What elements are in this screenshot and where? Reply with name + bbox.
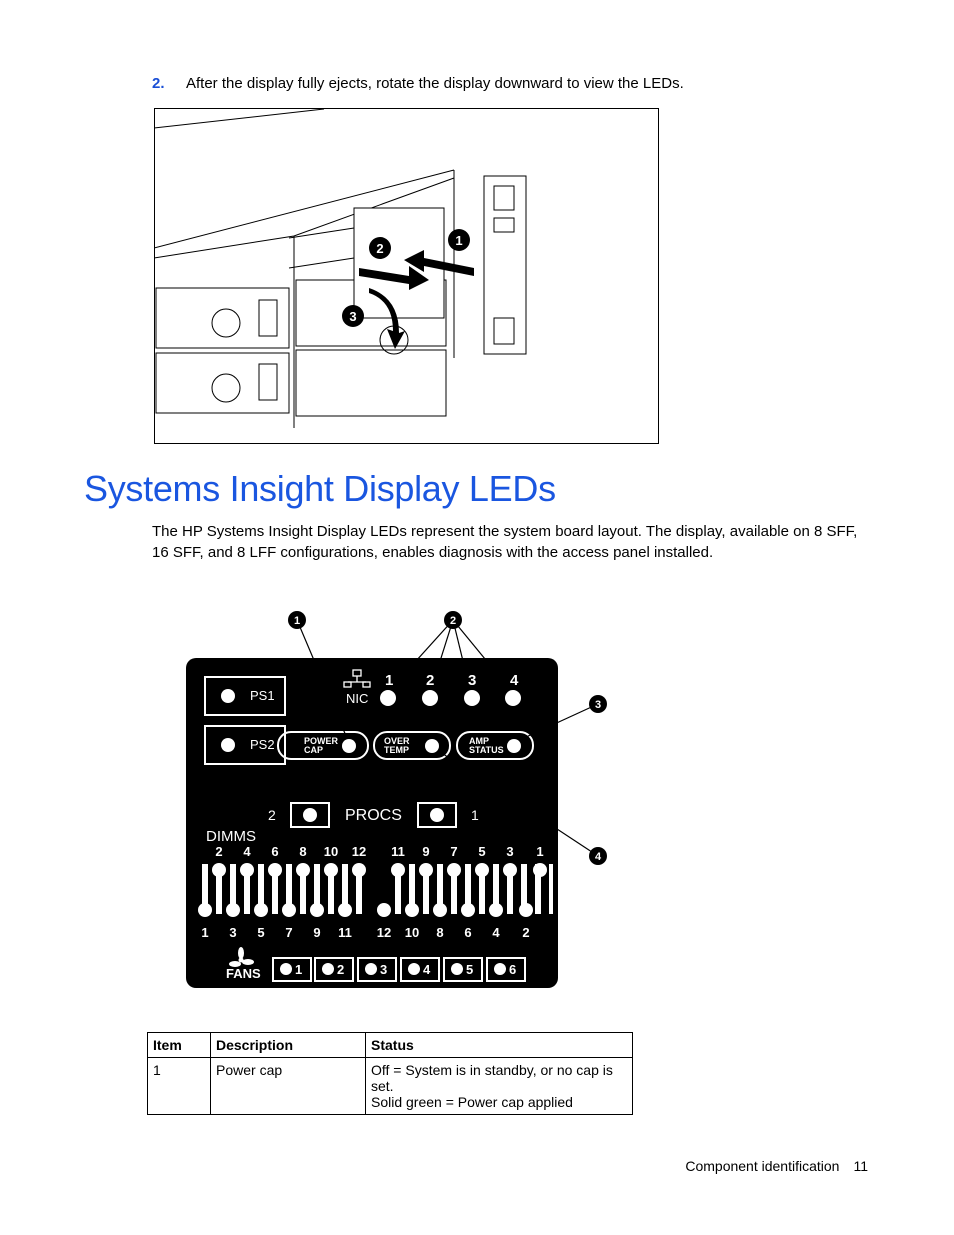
proc-2-label: 2	[268, 807, 276, 823]
dimm-bottom-label: 12	[377, 925, 391, 940]
dimm-top-label: 12	[352, 844, 366, 859]
nic-port-1: 1	[385, 672, 393, 689]
callout-1: 1	[455, 233, 462, 248]
dimm-bottom-label: 8	[436, 925, 443, 940]
callout-4: 4	[595, 851, 602, 863]
nic-port-3: 3	[468, 672, 476, 689]
dimm-bottom-label: 5	[257, 925, 264, 940]
section-title: Systems Insight Display LEDs	[84, 468, 556, 509]
page-footer: Component identification 11	[671, 1158, 868, 1174]
nic-port-2: 2	[426, 672, 434, 689]
dimm-top-label: 8	[299, 844, 306, 859]
proc-1-label: 1	[471, 807, 479, 823]
dimm-bottom-label: 6	[464, 925, 471, 940]
server-eject-figure: 1 2 3	[154, 108, 659, 444]
status-line: Solid green = Power cap applied	[371, 1094, 573, 1110]
page-number: 11	[853, 1158, 868, 1174]
fan-number: 5	[466, 962, 473, 977]
step-number: 2.	[152, 75, 165, 92]
callout-2: 2	[450, 615, 456, 627]
nic-port-4: 4	[510, 672, 519, 689]
systems-insight-display-panel: PS1 PS2 NIC 1 2 3 4 POWER CAP OVER TEMP …	[186, 611, 607, 988]
over-temp-label-1: OVER	[384, 736, 410, 746]
callout-3: 3	[595, 699, 601, 711]
procs-label: PROCS	[345, 807, 402, 824]
dimm-top-label: 2	[215, 844, 222, 859]
footer-section: Component identification	[685, 1158, 840, 1174]
fan-number: 4	[423, 962, 431, 977]
fan-number: 3	[380, 962, 387, 977]
ps1-label: PS1	[250, 688, 275, 703]
nic-icon	[343, 669, 371, 688]
over-temp-label-2: TEMP	[384, 745, 409, 755]
fan-icon	[229, 947, 254, 967]
status-line: Off = System is in standby, or no cap is…	[371, 1062, 613, 1094]
dimm-bottom-label: 11	[338, 925, 352, 940]
dimm-top-labels: 2 4 6 8 10 12 11 9 7 5 3 1	[215, 844, 543, 859]
panel-callouts: 1 2 3 4	[294, 615, 602, 863]
table-header-row: Item Description Status	[147, 1032, 633, 1058]
power-cap-label-2: CAP	[304, 745, 323, 755]
callout-2: 2	[376, 241, 383, 256]
column-header-status: Status	[365, 1032, 633, 1058]
description-cell: Power cap	[210, 1057, 366, 1115]
dimm-top-label: 11	[391, 844, 405, 859]
led-table: Item Description Status 1 Power cap Off …	[147, 1032, 633, 1115]
amp-status-label-1: AMP	[469, 736, 489, 746]
dimm-top-label: 5	[478, 844, 485, 859]
dimm-top-label: 10	[324, 844, 338, 859]
fan-number: 6	[509, 962, 516, 977]
dimm-top-label: 9	[422, 844, 429, 859]
dimms-label: DIMMS	[206, 828, 256, 845]
nic-label: NIC	[346, 691, 368, 706]
dimm-bottom-label: 2	[522, 925, 529, 940]
dimm-top-label: 1	[536, 844, 543, 859]
dimm-bottom-label: 4	[492, 925, 500, 940]
dimm-bottom-label: 1	[201, 925, 208, 940]
fan-numbers: 1 2 3 4 5 6	[295, 962, 516, 977]
amp-status-label-2: STATUS	[469, 745, 504, 755]
dimm-bottom-labels: 1 3 5 7 9 11 12 10 8 6 4 2	[201, 925, 529, 940]
step-text: After the display fully ejects, rotate t…	[186, 75, 684, 92]
dimm-top-label: 4	[243, 844, 251, 859]
power-cap-label-1: POWER	[304, 736, 339, 746]
table-row: 1 Power cap Off = System is in standby, …	[147, 1057, 633, 1115]
fan-number: 2	[337, 962, 344, 977]
column-header-description: Description	[210, 1032, 366, 1058]
dimm-top-label: 7	[450, 844, 457, 859]
item-cell: 1	[147, 1057, 211, 1115]
dimm-bottom-label: 7	[285, 925, 292, 940]
dimm-bottom-label: 9	[313, 925, 320, 940]
callout-1: 1	[294, 615, 300, 627]
dimm-bottom-label: 3	[229, 925, 236, 940]
ps2-label: PS2	[250, 737, 275, 752]
status-cell: Off = System is in standby, or no cap is…	[365, 1057, 633, 1115]
fan-number: 1	[295, 962, 302, 977]
step-2: 2. After the display fully ejects, rotate…	[152, 75, 684, 92]
dimm-bottom-label: 10	[405, 925, 419, 940]
dimm-top-label: 6	[271, 844, 278, 859]
column-header-item: Item	[147, 1032, 211, 1058]
section-intro: The HP Systems Insight Display LEDs repr…	[152, 523, 858, 561]
callout-3: 3	[349, 309, 356, 324]
dimm-top-label: 3	[506, 844, 513, 859]
figure1-callouts: 1 2 3	[342, 229, 470, 327]
fans-label: FANS	[226, 966, 261, 981]
